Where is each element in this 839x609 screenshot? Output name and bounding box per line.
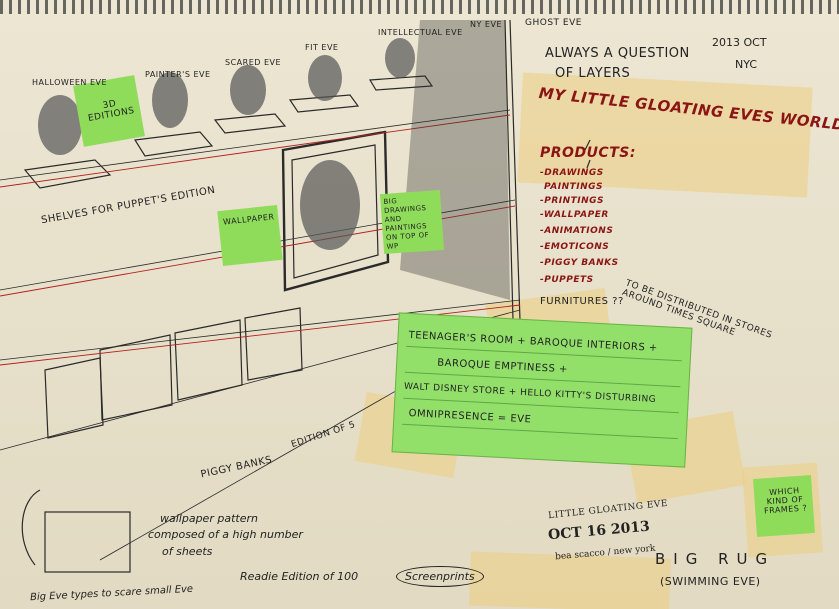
product-item: -DRAWINGS (540, 168, 604, 178)
shelf-label: NY EVE (470, 20, 502, 29)
card-line: WALT DISNEY STORE + HELLO KITTY'S DISTUR… (403, 381, 657, 405)
swimming-eve-label: (SWIMMING EVE) (660, 575, 761, 588)
big-drawings-note: BIG DRAWINGS AND PAINTINGS ON TOP OF WP (383, 197, 430, 251)
date-label: 2013 OCT (712, 36, 767, 49)
shelf-label: PAINTER'S EVE (145, 70, 211, 79)
product-item: PAINTINGS (544, 182, 604, 192)
always-label: ALWAYS A QUESTION (545, 46, 690, 61)
concept-card: TEENAGER'S ROOM + BAROQUE INTERIORS + BA… (391, 312, 693, 468)
city-label: NYC (735, 58, 758, 71)
product-item: -EMOTICONS (540, 242, 610, 252)
frames-question: WHICH KIND OF FRAMES ? (763, 485, 808, 516)
product-item: FURNITURES ?? (540, 296, 624, 307)
product-item: -ANIMATIONS (540, 226, 614, 236)
wallpaper-note-line: composed of a high number (148, 528, 303, 541)
screenprints-note: Screenprints (396, 566, 484, 587)
card-line: OMNIPRESENCE = EVE (408, 408, 532, 426)
shelf-label: HALLOWEEN EVE (32, 78, 108, 87)
spiral-binding (0, 0, 839, 14)
wallpaper-note-line: of sheets (162, 545, 213, 558)
product-item: -WALLPAPER (540, 210, 609, 220)
readie-edition-note: Readie Edition of 100 (240, 570, 359, 583)
layers-label: OF LAYERS (555, 66, 631, 81)
product-item: -PUPPETS (540, 275, 594, 285)
wallpaper-note-line: wallpaper pattern (160, 512, 258, 525)
shelf-label: SCARED EVE (225, 58, 282, 67)
product-item: -PIGGY BANKS (540, 258, 619, 268)
card-line: TEENAGER'S ROOM + BAROQUE INTERIORS + (408, 329, 659, 354)
big-rug-label: BIG RUG (655, 550, 776, 568)
card-line: BAROQUE EMPTINESS + (436, 357, 569, 376)
ghost-eve-label: GHOST EVE (525, 18, 582, 28)
product-item: -PRINTINGS (540, 196, 605, 206)
products-title: PRODUCTS: (540, 145, 636, 161)
shelf-label: INTELLECTUAL EVE (378, 28, 463, 37)
shelf-label: FIT EVE (305, 43, 339, 52)
